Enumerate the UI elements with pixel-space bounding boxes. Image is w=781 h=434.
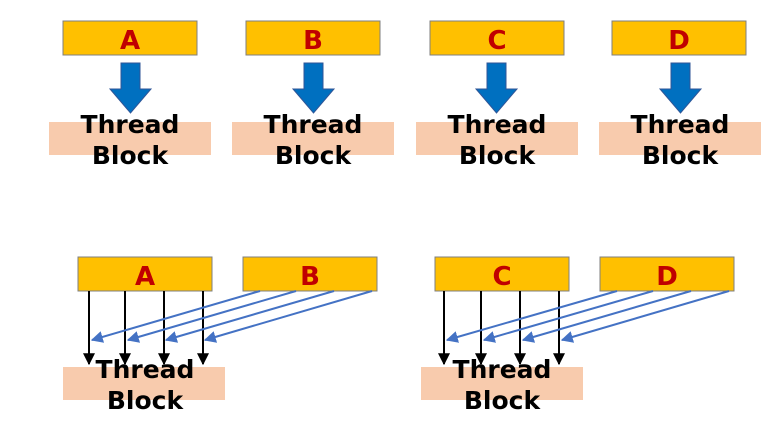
top-item-d: D Thread Block (599, 20, 761, 170)
data-box-a (62, 20, 198, 56)
bottom-group-cd: C D Thread Block (421, 256, 735, 415)
thread-block-d-line2: Block (642, 141, 720, 170)
thread-block-ab-line1: Thread (96, 355, 195, 384)
blue-arrow-b-3 (164, 290, 335, 343)
data-box-c (429, 20, 565, 56)
data-label-b: B (303, 26, 323, 56)
data-label-d: D (668, 26, 690, 56)
data-label-b-bottom: B (300, 262, 320, 292)
down-arrow-c (474, 62, 519, 114)
blue-arrow-b-2 (126, 290, 297, 343)
thread-block-ab (63, 367, 225, 400)
thread-block-a (49, 122, 211, 155)
data-box-c-bottom (434, 256, 570, 292)
thread-block-cd-line1: Thread (453, 355, 552, 384)
thread-block-cd (421, 367, 583, 400)
thread-block-a-line1: Thread (81, 110, 180, 139)
data-label-a-bottom: A (135, 262, 155, 292)
thread-block-c-line1: Thread (448, 110, 547, 139)
data-label-c: C (487, 26, 506, 56)
thread-block-a-line2: Block (92, 141, 170, 170)
data-label-a: A (120, 26, 140, 56)
data-label-c-bottom: C (492, 262, 511, 292)
thread-block-ab-line2: Block (107, 386, 185, 415)
blue-arrow-d-1 (445, 290, 618, 343)
data-label-d-bottom: D (656, 262, 678, 292)
data-box-b (245, 20, 381, 56)
bottom-group-ab: A B Thread Block (63, 256, 378, 415)
down-arrow-d (658, 62, 703, 114)
thread-block-cd-line2: Block (464, 386, 542, 415)
data-box-a-bottom (77, 256, 213, 292)
blue-arrow-d-4 (560, 290, 730, 343)
thread-block-b-line1: Thread (264, 110, 363, 139)
blue-arrow-b-1 (90, 290, 261, 343)
blue-arrow-d-3 (521, 290, 692, 343)
thread-block-d-line1: Thread (631, 110, 730, 139)
down-arrow-b (291, 62, 336, 114)
data-box-b-bottom (242, 256, 378, 292)
thread-block-c-line2: Block (459, 141, 537, 170)
top-item-a: A Thread Block (49, 20, 211, 170)
top-item-b: B Thread Block (232, 20, 394, 170)
down-arrow-a (108, 62, 153, 114)
blue-arrow-d-2 (482, 290, 654, 343)
data-box-d (611, 20, 747, 56)
thread-block-b-line2: Block (275, 141, 353, 170)
thread-block-d (599, 122, 761, 155)
thread-block-b (232, 122, 394, 155)
top-item-c: C Thread Block (416, 20, 578, 170)
thread-block-c (416, 122, 578, 155)
data-box-d-bottom (599, 256, 735, 292)
blue-arrow-b-4 (203, 290, 373, 343)
